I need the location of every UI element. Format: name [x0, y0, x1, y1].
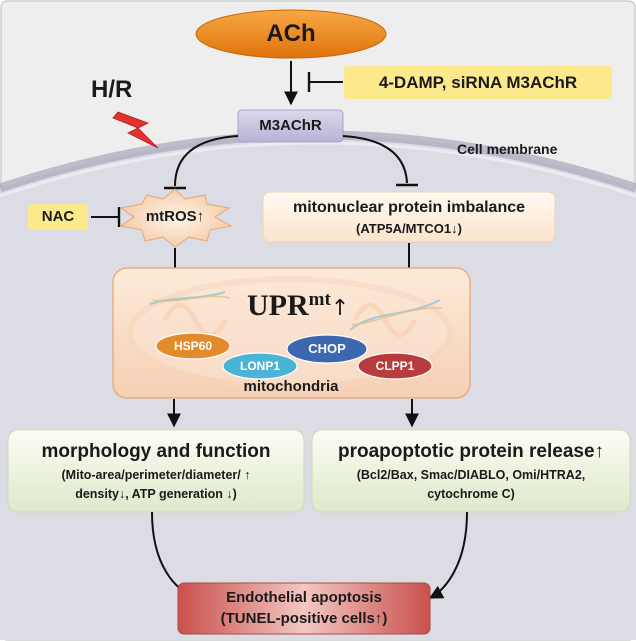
- proapoptotic-line1: (Bcl2/Bax, Smac/DIABLO, Omi/HTRA2,: [356, 468, 586, 482]
- ach-ellipse: [195, 9, 387, 59]
- apoptosis-title: Endothelial apoptosis: [226, 589, 382, 606]
- hsp60-label: HSP60: [173, 339, 213, 353]
- mtdna-strand-left-2: [151, 295, 231, 302]
- proapoptotic-line2: cytochrome C): [427, 487, 515, 501]
- uprmt-main: UPR: [247, 289, 309, 322]
- uprmt-arrow: ↑: [330, 296, 350, 321]
- nac-box: [28, 204, 88, 230]
- morphology-line2: density↓, ATP generation ↓): [75, 487, 237, 501]
- inhibitor-box: [344, 66, 612, 99]
- inhibit-curve-right: [342, 135, 408, 184]
- imbalance-box: [262, 191, 556, 243]
- chop-label: CHOP: [308, 341, 346, 356]
- clpp1-ellipse: [357, 352, 433, 380]
- cell-membrane-highlight: [0, 141, 636, 198]
- mtdna-strand-right-2: [351, 307, 443, 326]
- cell-membrane-label: Cell membrane: [457, 141, 558, 157]
- uprmt-label: UPRmt↑: [247, 290, 349, 321]
- lonp1-label: LONP1: [239, 359, 280, 373]
- proapoptotic-box: [311, 429, 631, 513]
- hsp60-ellipse: [155, 332, 231, 360]
- receptor-label: M3AChR: [259, 117, 322, 134]
- morphology-box: [7, 429, 305, 513]
- imbalance-detail: (ATP5A/MTCO1↓): [356, 221, 462, 236]
- lonp1-ellipse: [222, 352, 298, 380]
- chop-ellipse: [286, 334, 368, 364]
- arrow-proapoptotic-to-apoptosis: [428, 511, 468, 599]
- mitochondrion-cristae: [162, 302, 418, 338]
- uprmt-sup: mt: [308, 289, 331, 310]
- nac-label: NAC: [41, 208, 75, 225]
- lightning-icon: [112, 111, 159, 149]
- apoptosis-detail: (TUNEL-positive cells↑): [220, 610, 388, 627]
- receptor-box: [237, 109, 344, 143]
- imbalance-title: mitonuclear protein imbalance: [292, 199, 526, 216]
- mtdna-strand-left: [149, 291, 226, 305]
- proapoptotic-title: proapoptotic protein release↑: [337, 441, 605, 462]
- clpp1-label: CLPP1: [375, 359, 415, 373]
- inhibitors-label: 4-DAMP, siRNA M3AChR: [378, 73, 578, 92]
- ach-label: ACh: [266, 20, 316, 47]
- hr-label: H/R: [91, 76, 133, 103]
- mtros-label: mtROS↑: [145, 208, 205, 225]
- inhibit-curve-left: [174, 135, 239, 187]
- apoptosis-box: [177, 582, 431, 635]
- mitochondria-label: mitochondria: [243, 378, 339, 395]
- morphology-title: morphology and function: [41, 441, 271, 462]
- mtros-burst: [119, 188, 233, 248]
- morphology-line1: (Mito-area/perimeter/diameter/ ↑: [61, 468, 251, 482]
